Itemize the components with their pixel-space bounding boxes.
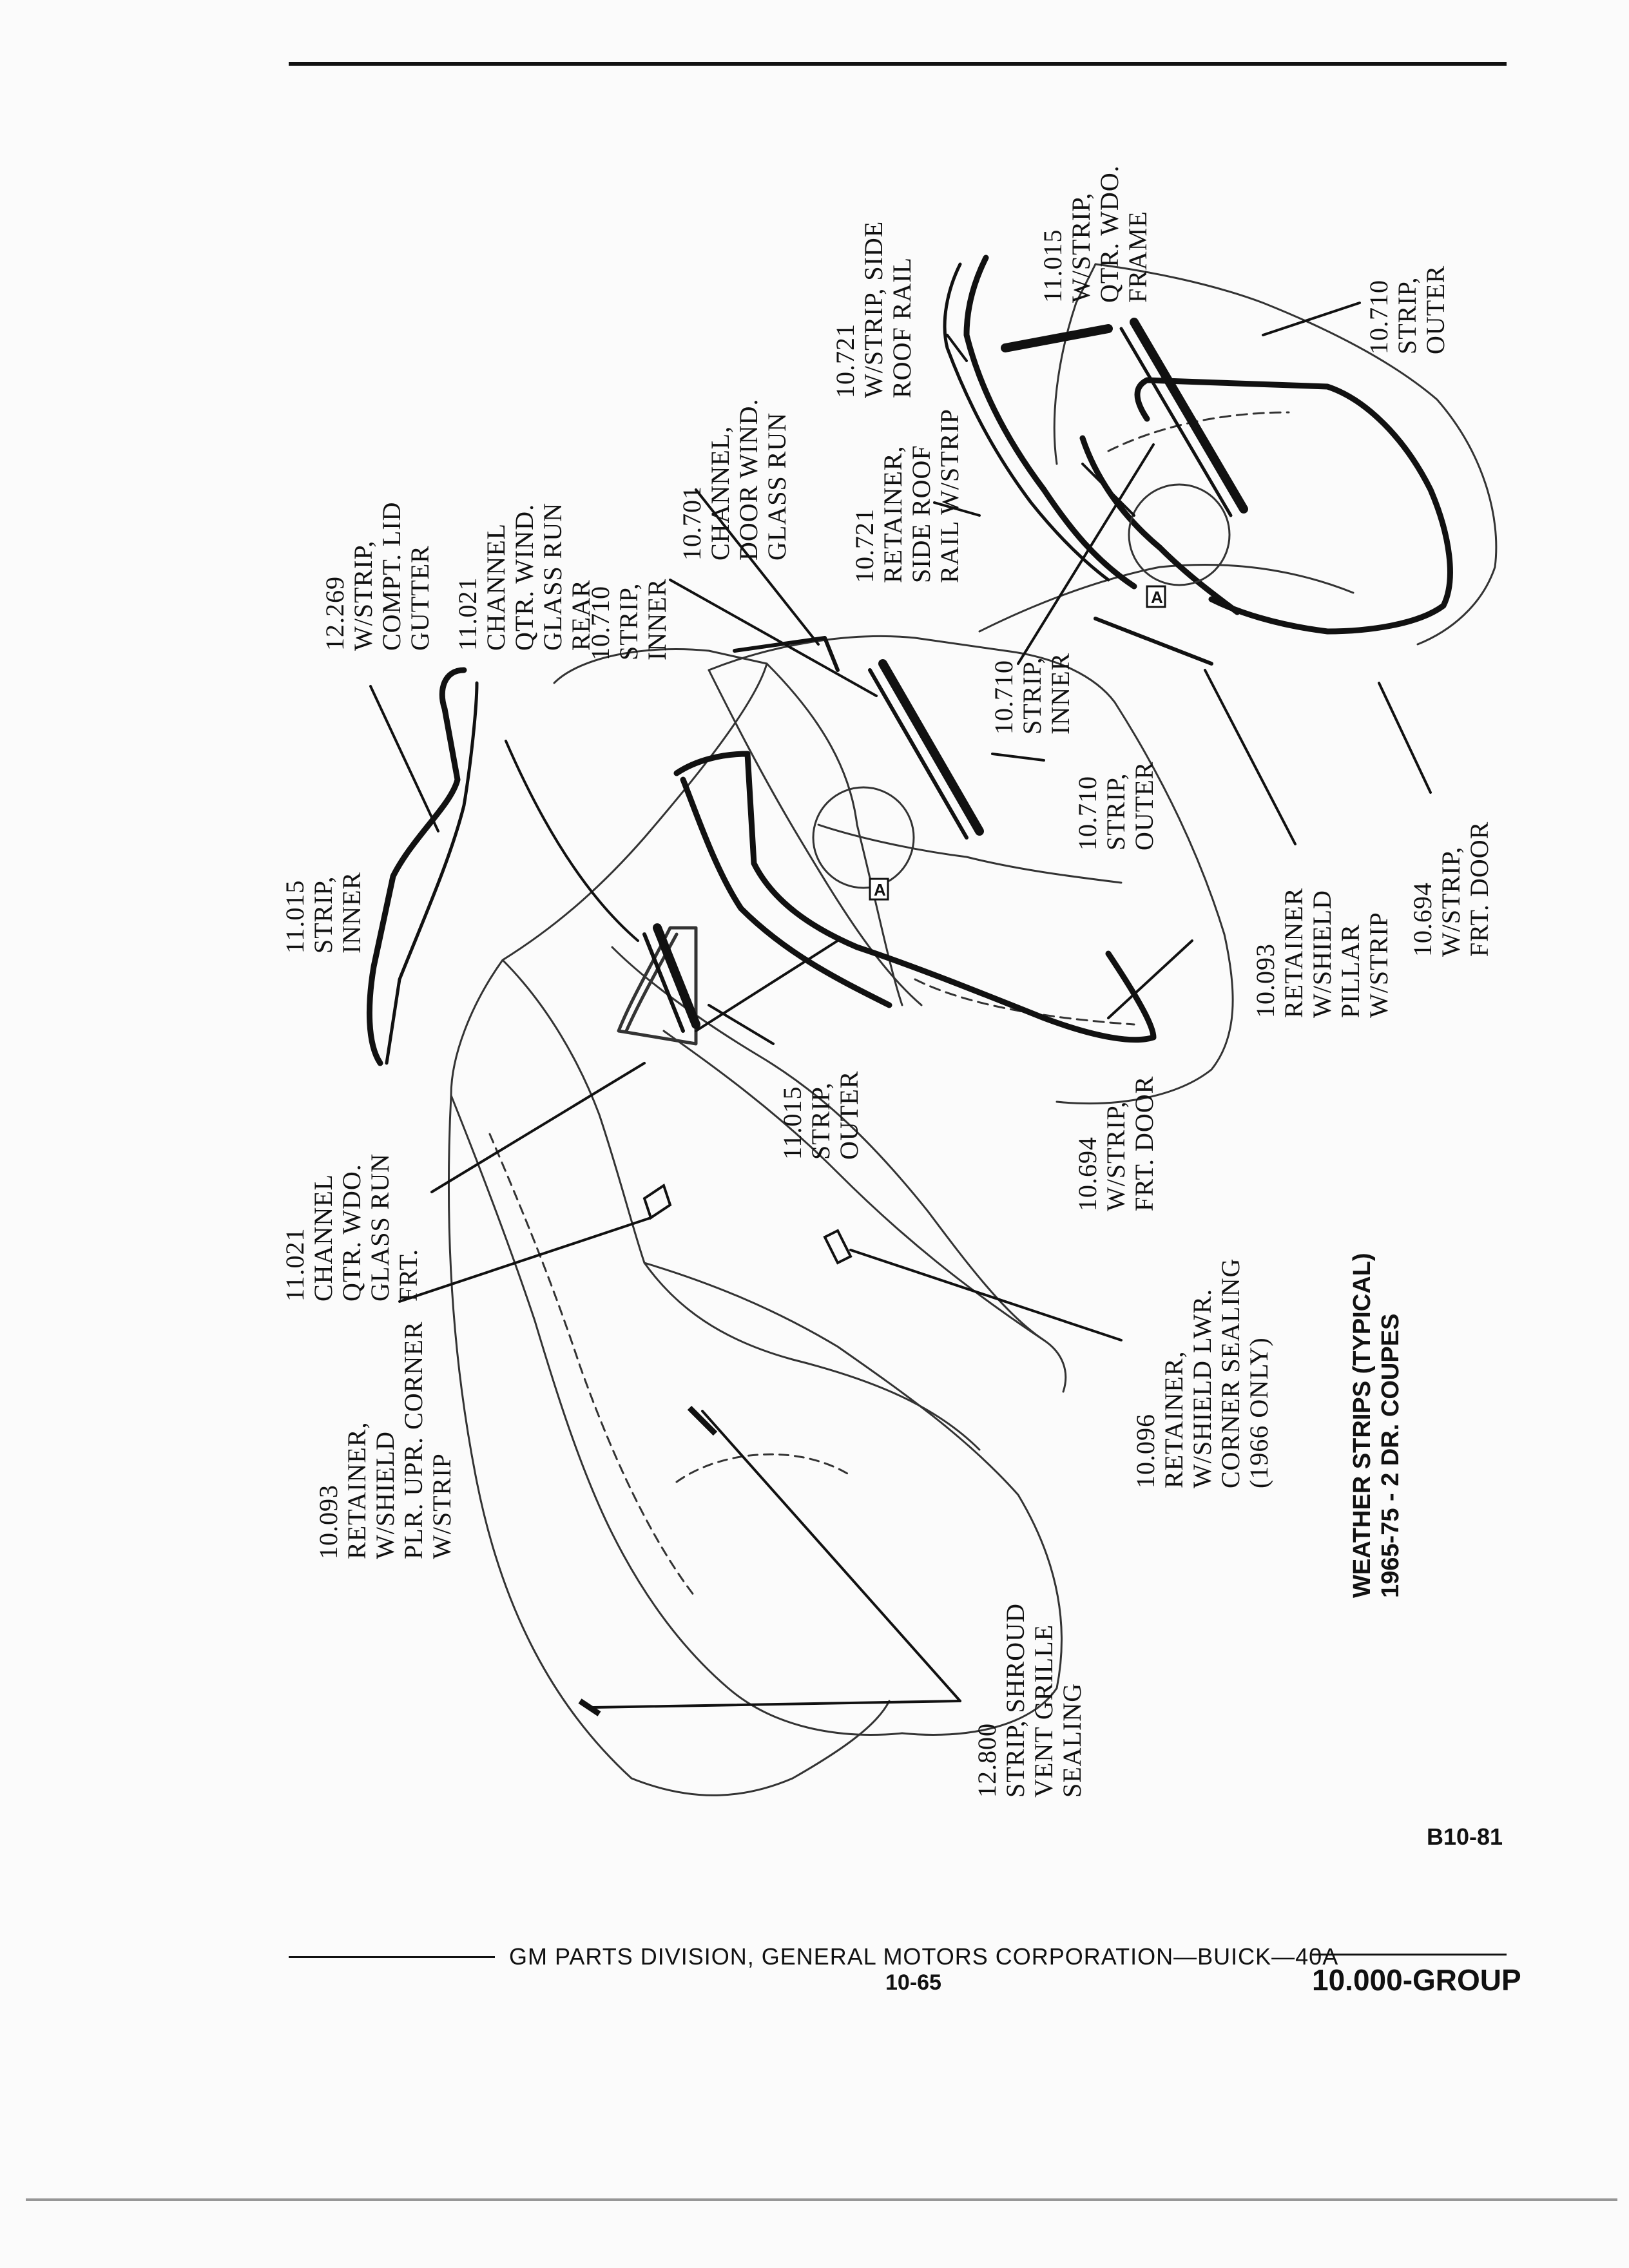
figure-code: B10-81 <box>1427 1823 1503 1850</box>
front-door-weatherstrip <box>680 776 892 1008</box>
leader-line <box>1081 463 1135 517</box>
leader-line <box>505 740 639 942</box>
front-door-outline <box>978 563 1354 633</box>
door-outline <box>817 823 1123 884</box>
leader-line <box>592 1700 961 1709</box>
diagram-title: WEATHER STRIPS (TYPICAL)1965-75 - 2 DR. … <box>1349 1253 1404 1598</box>
leader-line <box>695 939 839 1032</box>
quarter-inner-strip <box>642 932 685 1033</box>
quarter-outer-strip <box>653 923 700 1029</box>
top-rule <box>289 62 1507 66</box>
detail-circle <box>812 786 915 889</box>
body-outline <box>643 1262 981 1451</box>
door-inner-strip <box>878 659 984 836</box>
door-outline <box>708 635 1234 1105</box>
door-outer-strip <box>868 668 969 840</box>
detail-marker-label: A <box>874 880 886 899</box>
group-number: 10.000-GROUP <box>1312 1963 1521 1997</box>
shroud-vent-strip <box>687 1405 718 1436</box>
leader-line <box>1262 302 1361 336</box>
leader-line <box>398 1216 652 1303</box>
compt-lid-gutter-strip <box>366 667 467 1066</box>
front-door-outline <box>1094 263 1498 646</box>
door-outline <box>708 669 923 1006</box>
body-outline <box>450 1094 903 1736</box>
body-outline <box>488 1133 697 1599</box>
leader-line <box>708 1004 775 1045</box>
lower-corner-retainer <box>823 1229 853 1265</box>
leader-line <box>695 488 820 646</box>
leader-line <box>369 685 439 832</box>
compt-lid-gutter-strip <box>385 681 479 1065</box>
footer-division: GM PARTS DIVISION, GENERAL MOTORS CORPOR… <box>509 1943 1339 1970</box>
footer-rule-right <box>1312 1954 1507 1956</box>
body-outline <box>643 1262 1063 1736</box>
leader-line <box>991 753 1045 762</box>
door-outline <box>914 978 1135 1026</box>
footer-rule-left <box>289 1956 495 1958</box>
front-door-outline <box>1053 263 1097 465</box>
body-outline <box>501 959 646 1264</box>
detail-marker-box <box>869 878 889 901</box>
detail-marker-box <box>1146 585 1166 608</box>
body-outline <box>611 946 1045 1341</box>
body-outline <box>675 1453 852 1483</box>
leader-line <box>1107 939 1193 1019</box>
body-outline <box>791 1700 891 1780</box>
front-door-weatherstrip <box>673 751 1157 1043</box>
leader-line <box>1017 443 1155 665</box>
front-door-weatherstrip-right <box>1079 435 1240 615</box>
leader-line <box>946 334 968 362</box>
detail-circle <box>1128 483 1231 586</box>
body-outline <box>447 648 794 1796</box>
pillar-retainer <box>1094 617 1213 666</box>
shroud-vent-strip <box>578 1698 601 1716</box>
leader-line <box>1378 682 1432 794</box>
body-outline <box>662 1030 1067 1393</box>
leader-line <box>669 579 878 697</box>
front-door-weatherstrip-right <box>1134 377 1453 635</box>
leader-line <box>1204 669 1296 845</box>
leader-line <box>849 1249 1123 1341</box>
upper-corner-retainer <box>642 1183 672 1220</box>
outer-strip-right <box>1130 318 1248 514</box>
door-glass-run-channel <box>733 636 840 672</box>
quarter-window-frame <box>624 932 679 1033</box>
bottom-edge-rule <box>26 2198 1617 2201</box>
leader-line <box>701 1410 961 1702</box>
detail-marker-label: A <box>1151 588 1163 607</box>
leader-line <box>933 501 981 517</box>
quarter-window-frame-strip <box>1001 324 1113 352</box>
side-roof-rail-retainer <box>943 262 1110 582</box>
inner-strip-right <box>1119 327 1233 517</box>
side-roof-rail-weatherstrip <box>963 255 1137 590</box>
page-number: 10-65 <box>885 1970 941 1995</box>
leader-line <box>430 1062 646 1193</box>
